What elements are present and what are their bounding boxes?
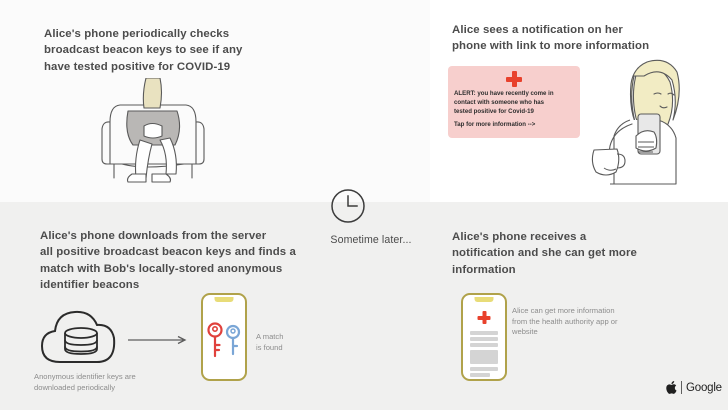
apple-google-logo-lockup: Google	[666, 381, 722, 394]
bottom-left-heading: Alice's phone downloads from the server …	[40, 230, 296, 292]
phone-with-health-app	[461, 293, 507, 381]
woman-figure-svg	[591, 59, 680, 185]
arrow-right-svg	[128, 335, 187, 345]
match-found-caption: A match is found	[256, 332, 284, 352]
armchair-figure-svg	[101, 77, 205, 183]
keys-svg	[207, 322, 241, 358]
medical-cross-icon	[477, 311, 491, 324]
alert-tap-link[interactable]: Tap for more information -->	[454, 121, 536, 128]
health-authority-caption: Alice can get more information from the …	[512, 306, 618, 337]
medical-cross-icon	[506, 71, 522, 87]
top-right-heading: Alice sees a notification on her phone w…	[452, 24, 650, 53]
content-line	[470, 343, 498, 347]
phone-notch	[474, 297, 494, 303]
clock-icon-svg	[331, 189, 365, 223]
google-wordmark: Google	[686, 381, 722, 394]
content-line	[470, 331, 498, 335]
bottom-band-background	[0, 202, 728, 410]
phone-with-matched-keys	[201, 293, 247, 381]
content-line	[470, 337, 498, 341]
woman-with-phone-illustration	[586, 58, 698, 186]
person-in-armchair-illustration	[88, 77, 218, 183]
cloud-database-icon	[40, 308, 122, 366]
apple-logo-icon	[666, 381, 677, 394]
clock-icon	[330, 188, 366, 224]
phone-notch	[214, 297, 234, 303]
content-block	[470, 350, 498, 364]
alert-notification-card[interactable]: ALERT: you have recently come in contact…	[448, 66, 580, 138]
cloud-download-caption: Anonymous identifier keys are downloaded…	[34, 372, 136, 392]
bottom-right-heading: Alice's phone receives a notification an…	[452, 231, 637, 276]
logo-divider	[681, 381, 682, 394]
sometime-later-label: Sometime later...	[330, 234, 412, 246]
alert-message-text: ALERT: you have recently come in contact…	[454, 90, 554, 116]
content-line	[470, 373, 490, 377]
content-line	[470, 367, 498, 371]
key-pair-illustration	[203, 321, 245, 361]
top-left-heading: Alice's phone periodically checks broadc…	[44, 28, 243, 73]
download-arrow-icon	[128, 332, 192, 345]
cloud-database-svg	[40, 310, 116, 363]
